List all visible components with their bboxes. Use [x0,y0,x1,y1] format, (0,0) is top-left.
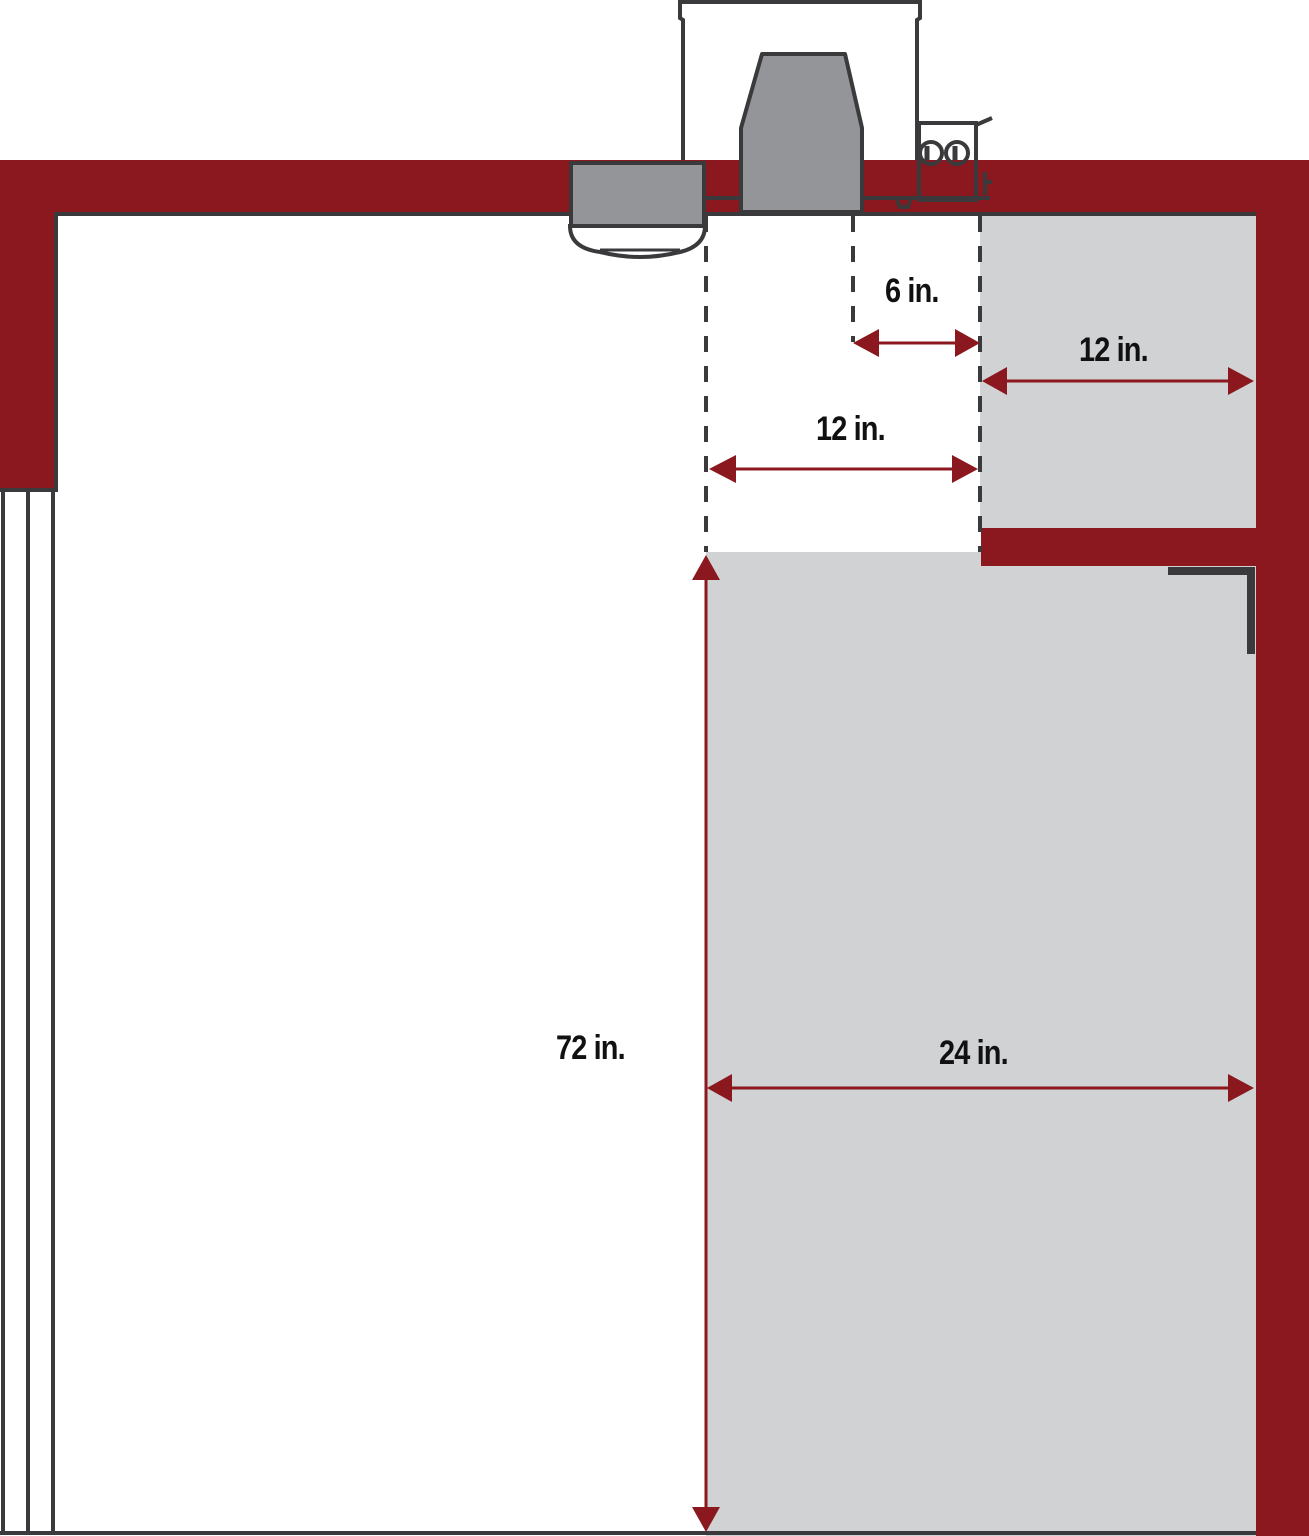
dim-label-24in: 24 in. [939,1034,1009,1072]
interior-partition-wall [981,528,1256,566]
clearance-zone-front [706,552,1256,1536]
dim-label-6in: 6 in. [885,272,939,310]
dimension-arrows [692,329,1254,1532]
water-heater-unit [567,161,708,259]
partition-bracket [1168,567,1255,654]
valve-assembly [895,116,993,209]
dashed-guides [704,216,982,552]
dim-label-72in: 72 in. [556,1029,626,1067]
clearance-zone-side [980,214,1256,530]
furnace-unit [739,52,864,214]
dim-label-12in-right: 12 in. [1079,331,1149,369]
dim-label-12in-front: 12 in. [816,410,886,448]
door-frame [0,492,1256,1535]
enclosure-outline [678,0,922,160]
